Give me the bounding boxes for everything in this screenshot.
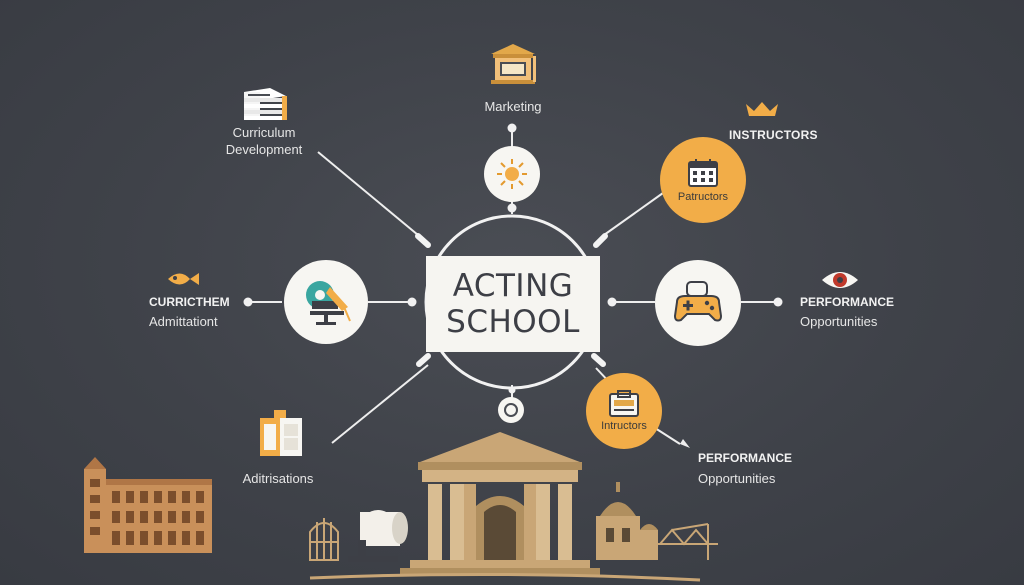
- patructors-label: Patructors: [677, 190, 729, 203]
- connector-dot: [507, 123, 517, 133]
- left-building-illustration: [82, 455, 214, 555]
- sun-icon: [497, 159, 527, 189]
- connector-dot: [407, 297, 417, 307]
- marketing-label: Marketing: [484, 99, 542, 114]
- performance-right-line2: Opportunities: [800, 314, 878, 329]
- patructors-node[interactable]: Patructors: [660, 137, 746, 223]
- aditrisations-label: Aditrisations: [242, 471, 314, 486]
- fish-icon: [166, 270, 200, 288]
- connector-dot: [773, 297, 783, 307]
- performance-bottom-line2: Opportunities: [698, 471, 776, 486]
- calendar-icon: [688, 158, 718, 187]
- performance-bottom-label: PERFORMANCE Opportunities: [698, 450, 792, 487]
- admittation-node[interactable]: [284, 260, 368, 344]
- marketing-node[interactable]: [484, 146, 540, 202]
- connector-dot: [243, 297, 253, 307]
- instructors-top-label: INSTRUCTORS: [729, 128, 818, 142]
- curriculum-line1: Curriculum: [232, 125, 296, 140]
- theater-building-illustration: [300, 420, 720, 585]
- instructors-bottom-label: Intructors: [601, 420, 647, 432]
- reel-icon: [306, 281, 351, 325]
- connector-dot: [507, 203, 517, 213]
- connector-dot: [607, 297, 617, 307]
- books-icon: [240, 82, 290, 124]
- board-icon: [258, 408, 304, 458]
- connector-dot: [508, 386, 516, 394]
- performance-bottom-line1: PERFORMANCE: [698, 451, 793, 465]
- curricthem-line1: CURRICTHEM: [149, 295, 230, 309]
- instructors-node[interactable]: Intructors: [586, 373, 662, 449]
- eye-icon: [820, 268, 860, 292]
- folder-icon: [609, 390, 639, 417]
- curricthem-line2: Admittationt: [149, 314, 218, 329]
- center-title-line2: SCHOOL: [446, 304, 580, 340]
- curricthem-label: CURRICTHEM Admittationt: [149, 294, 230, 330]
- performance-right-line1: PERFORMANCE: [800, 295, 895, 309]
- small-ring-node[interactable]: [498, 397, 524, 423]
- center-title-box[interactable]: ACTING SCHOOL: [426, 256, 600, 352]
- curriculum-line2: Development: [225, 142, 303, 157]
- gamepad-icon: [673, 281, 723, 322]
- museum-icon: [487, 42, 539, 90]
- crown-icon: [745, 101, 779, 117]
- performance-right-label: PERFORMANCE Opportunities: [800, 294, 894, 330]
- performance-node[interactable]: [655, 260, 741, 346]
- center-title-line1: ACTING: [452, 268, 574, 304]
- curriculum-label: Curriculum Development: [226, 124, 303, 158]
